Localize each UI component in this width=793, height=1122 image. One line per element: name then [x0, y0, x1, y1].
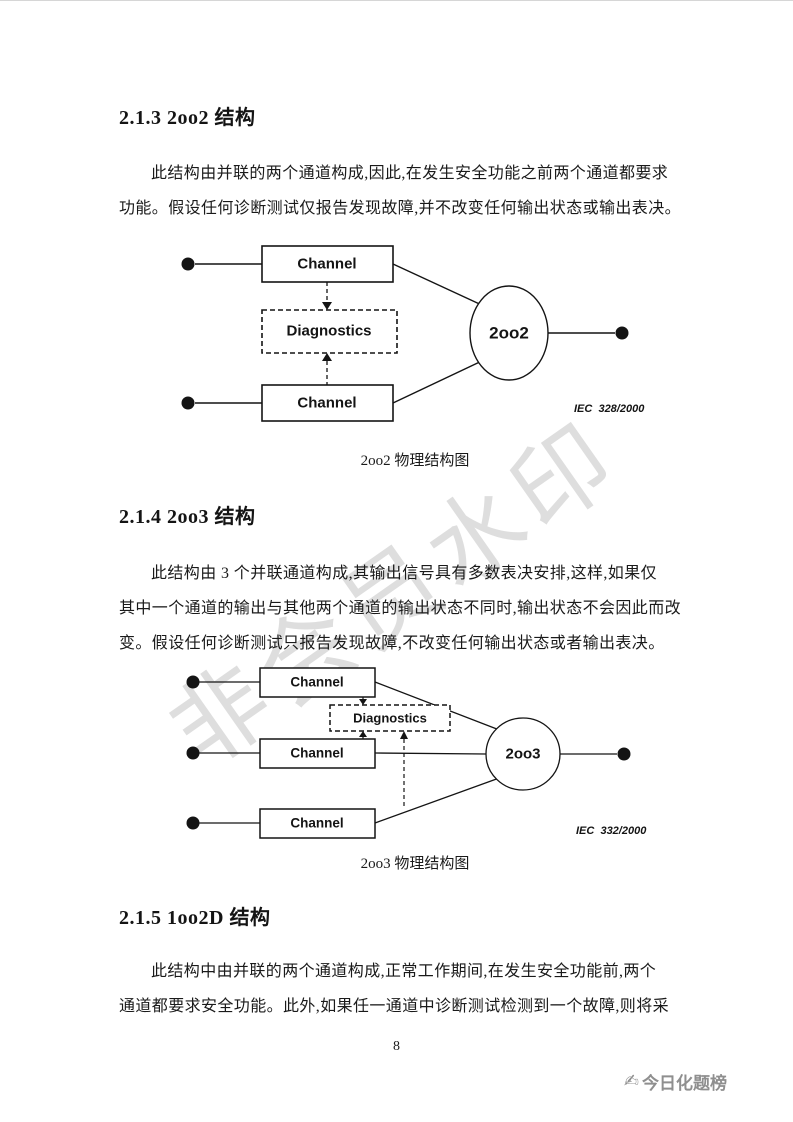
diagnostics-label: Diagnostics: [286, 323, 371, 340]
channel-2-label: Channel: [290, 746, 343, 761]
voter-ellipse: [485, 717, 561, 791]
channel-top-label: Channel: [297, 256, 356, 273]
pen-icon: ✍: [623, 1071, 639, 1091]
arrowhead-icons: [359, 699, 408, 739]
paragraph-line: 此结构由并联的两个通道构成,因此,在发生安全功能之前两个通道都要求: [151, 165, 669, 182]
input-dot-2: [186, 746, 200, 760]
connector-lines: [195, 263, 615, 404]
channel-box-top: [261, 245, 394, 283]
page-number: 8: [393, 1039, 400, 1054]
diagnostics-box: [261, 309, 398, 354]
input-dot-1: [181, 257, 195, 271]
heading-2oo3: 2.1.4 2oo3 结构: [119, 506, 256, 528]
paragraph-2oo2: 此结构由并联的两个通道构成,因此,在发生安全功能之前两个通道都要求 功能。假设任…: [119, 156, 685, 226]
heading-1oo2d: 2.1.5 1oo2D 结构: [119, 907, 271, 929]
iec-reference-label: IEC 328/2000: [574, 403, 645, 415]
paragraph-line: 其中一个通道的输出与其他两个通道的输出状态不同时,输出状态不会因此而改: [119, 600, 682, 617]
brand-name: 今日化题榜: [642, 1074, 727, 1093]
connector-lines: [199, 681, 617, 824]
diagnostics-label: Diagnostics: [353, 711, 427, 726]
input-dot-3: [186, 816, 200, 830]
channel-3-label: Channel: [290, 816, 343, 831]
paragraph-1oo2d: 此结构中由并联的两个通道构成,正常工作期间,在发生安全功能前,两个 通道都要求安…: [119, 954, 685, 1024]
channel-box-1: [259, 667, 376, 698]
diagram-2oo3: Channel Diagnostics Channel Channel 2oo3…: [186, 667, 647, 839]
paragraph-2oo3: 此结构由 3 个并联通道构成,其输出信号具有多数表决安排,这样,如果仅 其中一个…: [119, 556, 685, 661]
heading-2oo2: 2.1.3 2oo2 结构: [119, 107, 256, 129]
input-dot-1: [186, 675, 200, 689]
channel-1-label: Channel: [290, 675, 343, 690]
channel-box-bottom: [261, 384, 394, 422]
paragraph-line: 此结构由 3 个并联通道构成,其输出信号具有多数表决安排,这样,如果仅: [151, 565, 658, 582]
paragraph-line: 功能。假设任何诊断测试仅报告发现故障,并不改变任何输出状态或输出表决。: [119, 200, 682, 217]
caption-2oo2: 2oo2 物理结构图: [360, 453, 470, 469]
voter-label: 2oo2: [489, 324, 529, 343]
channel-box-3: [259, 808, 376, 839]
paragraph-line: 此结构中由并联的两个通道构成,正常工作期间,在发生安全功能前,两个: [151, 963, 657, 980]
diagram-2oo2: Channel Diagnostics Channel 2oo2 IEC 328…: [181, 245, 645, 422]
channel-box-2: [259, 738, 376, 769]
paragraph-line: 通道都要求安全功能。此外,如果任一通道中诊断测试检测到一个故障,则将采: [119, 998, 670, 1015]
input-dot-2: [181, 396, 195, 410]
caption-2oo3: 2oo3 物理结构图: [360, 856, 470, 872]
paragraph-line: 变。假设任何诊断测试只报告发现故障,不改变任何输出状态或者输出表决。: [119, 635, 665, 652]
voter-ellipse: [469, 285, 549, 381]
channel-bottom-label: Channel: [297, 395, 356, 412]
iec-reference-label: IEC 332/2000: [576, 825, 647, 837]
diagnostics-box: [329, 704, 451, 732]
voter-label: 2oo3: [505, 746, 540, 763]
output-dot: [615, 326, 629, 340]
arrowhead-icons: [322, 302, 332, 361]
brand-signature: ✍ 今日化题榜: [624, 1069, 727, 1094]
output-dot: [617, 747, 631, 761]
